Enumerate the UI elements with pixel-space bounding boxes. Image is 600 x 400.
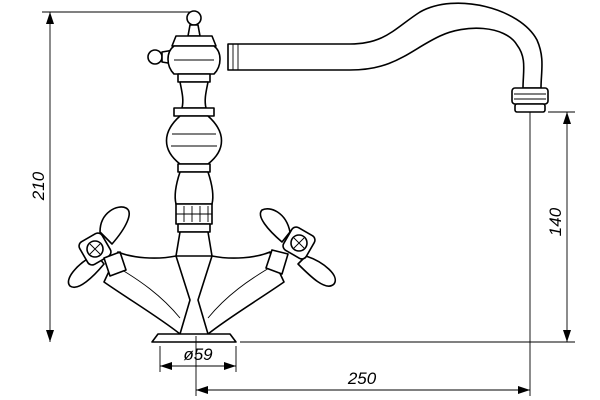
spout-height-label: 140 — [546, 207, 565, 236]
top-finial — [186, 10, 202, 26]
spout-reach-label: 250 — [347, 369, 377, 388]
dimension-lines — [42, 11, 575, 396]
base-flange — [151, 333, 237, 343]
mixer-body — [175, 231, 213, 257]
base-diameter-label: ø59 — [183, 345, 213, 364]
column-urn — [165, 115, 223, 165]
left-cross-handle — [67, 206, 130, 289]
height-total-label: 210 — [29, 171, 48, 201]
spout-aerator — [511, 87, 549, 105]
spout — [227, 2, 543, 89]
neck-column — [177, 73, 211, 83]
side-finial — [147, 49, 163, 65]
faucet-outline — [67, 2, 549, 343]
right-cross-handle — [259, 208, 337, 287]
